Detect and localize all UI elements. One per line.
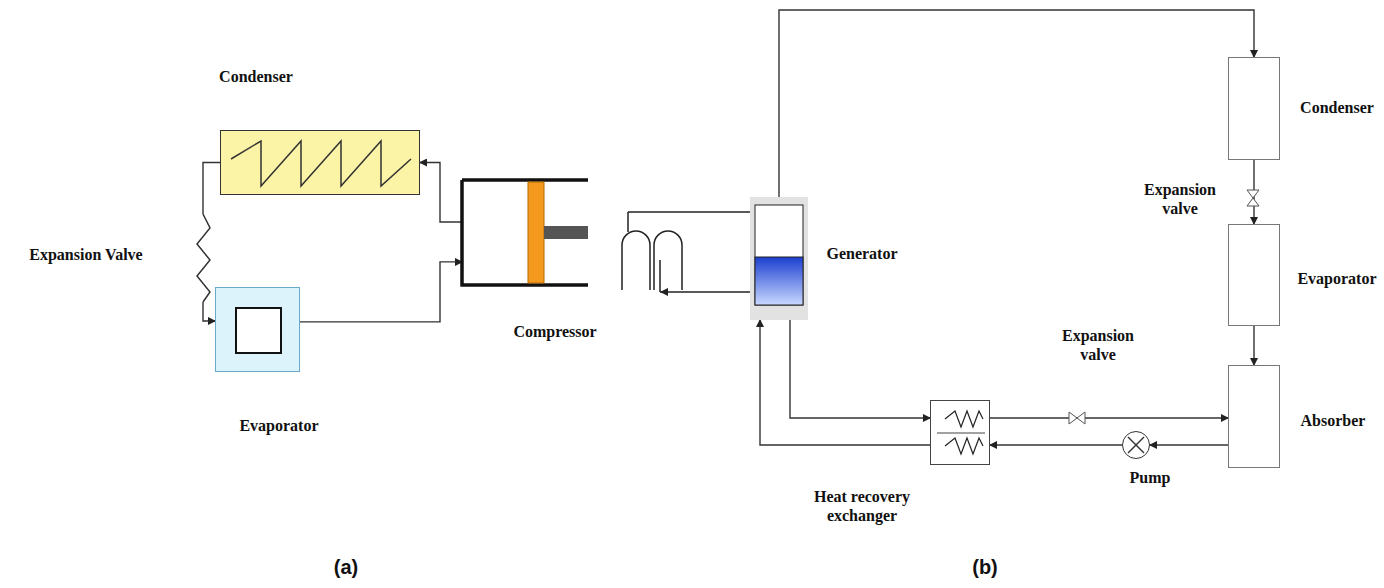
valve-label: Expansion valve (1058, 326, 1138, 364)
evaporator-box: Evaporator (215, 287, 300, 372)
flow-line (779, 10, 1254, 197)
panel-label: (b) (965, 555, 1005, 579)
flow-line (790, 320, 930, 418)
node-art (931, 401, 989, 464)
node-art (1123, 432, 1149, 458)
condenser-coil: Condenser (220, 130, 420, 195)
expansion-valve-symbol (1069, 412, 1085, 424)
arrowhead (660, 288, 668, 296)
node-label: Evaporator (219, 416, 339, 435)
node-label: Condenser (186, 67, 326, 86)
compressor-cylinder: Compressor (462, 180, 588, 285)
expansion-valve-symbol (1247, 190, 1259, 206)
flow-line (1150, 444, 1228, 445)
node-label: Condenser (1287, 98, 1384, 117)
node-art (462, 180, 588, 285)
panel-label: (a) (326, 555, 366, 579)
valve-ground (196, 214, 212, 302)
node-label: Compressor (490, 322, 620, 341)
node-label: Generator (814, 244, 910, 263)
node-label: Absorber (1283, 411, 1383, 430)
flow-line (760, 320, 930, 445)
node-art (750, 197, 808, 320)
valve-label: Expansion Valve (6, 245, 166, 264)
flow-line (420, 163, 462, 223)
node-label: Evaporator (1287, 269, 1384, 288)
absorber-box: Absorber (1228, 365, 1280, 468)
node-art (216, 288, 299, 371)
generator-tank: Generator (750, 197, 808, 320)
pump-symbol: Pump (1122, 431, 1150, 459)
condenser-box: Condenser (1228, 57, 1280, 160)
flow-line (1253, 326, 1254, 365)
solar-collector (622, 212, 750, 292)
valve-label: Expansion valve (1140, 180, 1220, 218)
flow-line (300, 262, 462, 322)
expansion-valve-symbol (197, 214, 210, 302)
flow-line (990, 444, 1122, 445)
heat-exchanger: Heat recovery exchanger (930, 400, 990, 465)
evaporator-box: Evaporator (1228, 224, 1280, 326)
node-label: Heat recovery exchanger (799, 487, 925, 525)
node-label: Pump (1115, 468, 1185, 487)
node-art (221, 131, 419, 194)
flow-line (990, 417, 1228, 418)
